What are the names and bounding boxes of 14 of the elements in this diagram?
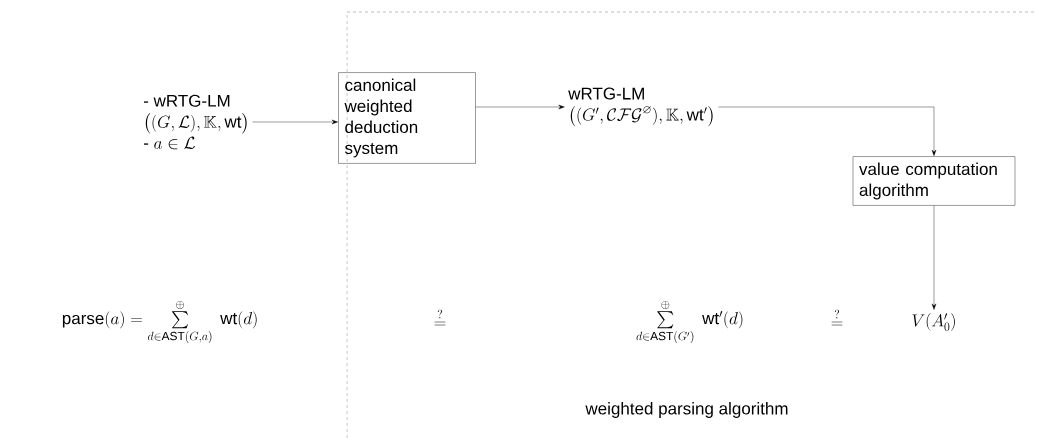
formula: $\sum\limits_{d\in\mathrm{AST}(G')}^{\oplus}\ \mathrm{wt}'(d)$	[636, 300, 743, 344]
caption-text: weighted parsing algorithm	[585, 402, 788, 418]
formula-text: - wRTG-LM $\big((G,\mathcal{L}),\mathbb{K},\mathrm{wt}\big)$ $\text{-}\ a\in\mathcal{L}$	[143, 94, 247, 150]
process-box: canonical weighted deduction system	[338, 72, 476, 164]
formula-text: $V(A'_0)$	[912, 313, 955, 331]
process-box: value computation algorithm	[852, 156, 1016, 206]
formula: $\overset{?}{=}$	[434, 309, 446, 326]
arrow	[931, 205, 937, 310]
formula-text: wRTG-LM $\big((G',\mathcal{CFG}^{\varnothing}),\mathbb{K},\mathrm{wt}'\big)$	[568, 87, 713, 127]
arrow	[475, 104, 565, 110]
arrow	[718, 106, 937, 156]
formula: $\overset{?}{=}$	[831, 309, 843, 326]
arrow	[252, 119, 338, 125]
formula: $\mathrm{parse}(a) = \sum\limits_{d\in\mathrm{AST}(G,a)}^{\oplus}\ \mathrm{wt}(d)$	[62, 300, 257, 344]
